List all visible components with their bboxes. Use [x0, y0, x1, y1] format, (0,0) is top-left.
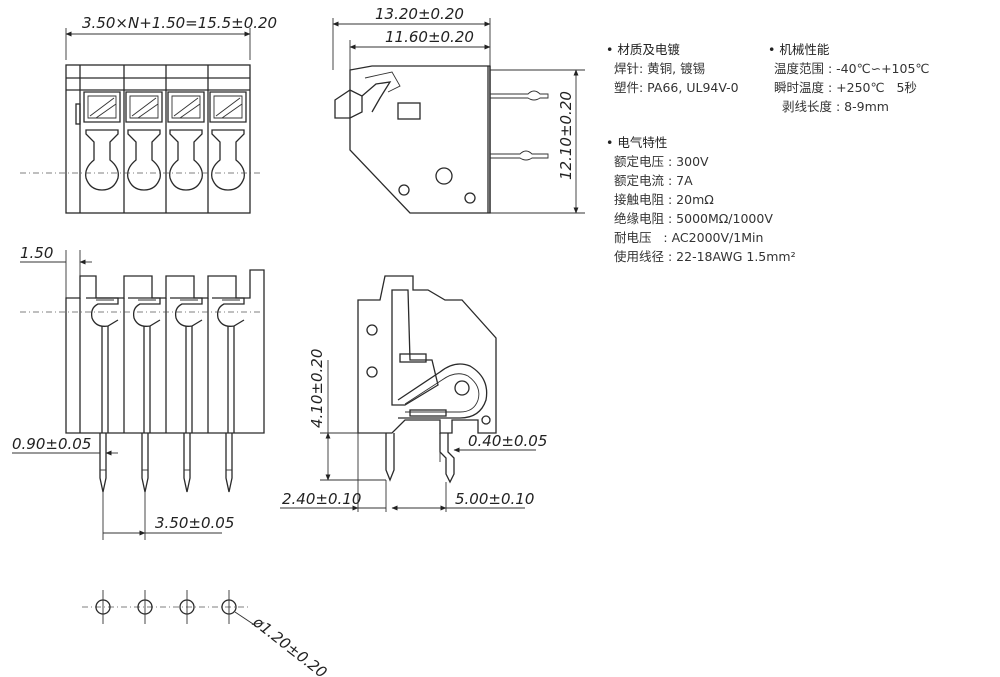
dim-front-pin-offset: 2.40±0.10 [282, 490, 361, 508]
dim-offset: 1.50 [20, 244, 53, 262]
spec-electrical-row: 接触电阻 : 20mΩ [614, 192, 714, 207]
front-view: 1.50 [12, 244, 265, 540]
spec-mechanical-row: 剥线长度 : 8-9mm [782, 99, 889, 114]
spec-material: • 材质及电镀 焊针: 黄铜, 镀锡 塑件: PA66, UL94V-0 [606, 40, 739, 97]
spec-mechanical-title: • 机械性能 [768, 42, 830, 57]
dim-pin-thickness: 0.40±0.05 [468, 432, 547, 450]
dim-pitch: 3.50±0.05 [155, 514, 234, 532]
spec-mechanical-row: 瞬时温度 : +250℃ 5秒 [774, 80, 917, 95]
front-view-contacts [86, 297, 245, 433]
dim-height: 12.10±0.20 [557, 91, 575, 180]
spec-mechanical-row: 温度范围 : -40℃∽+105℃ [774, 61, 930, 76]
spec-electrical-title: • 电气特性 [606, 135, 668, 150]
spec-electrical-row: 使用线径 : 22-18AWG 1.5mm² [614, 249, 796, 264]
dim-width-formula: 3.50×N+1.50=15.5±0.20 [82, 14, 277, 32]
top-view-poles [83, 91, 247, 191]
spec-mechanical: • 机械性能 温度范围 : -40℃∽+105℃ 瞬时温度 : +250℃ 5秒… [768, 40, 929, 116]
spec-electrical-row: 绝缘电阻 : 5000MΩ/1000V [614, 211, 773, 226]
dim-overall-depth: 13.20±0.20 [375, 5, 464, 23]
dim-hole-diameter: ø1.20±0.20 [249, 612, 331, 677]
spec-material-row: 焊针: 黄铜, 镀锡 [614, 61, 706, 76]
side-view: 13.20±0.20 11.60±0.20 12.10±0.20 [332, 5, 585, 214]
top-view: 3.50×N+1.50=15.5±0.20 [20, 14, 277, 214]
dim-pin-width: 0.90±0.05 [12, 435, 91, 453]
spec-material-title: • 材质及电镀 [606, 42, 680, 57]
spec-electrical-row: 额定电流 : 7A [614, 173, 693, 188]
pcb-hole-pattern: ø1.20±0.20 [82, 590, 330, 677]
spec-electrical-row: 耐电压 : AC2000V/1Min [614, 230, 764, 245]
dim-pin-height: 4.10±0.20 [308, 349, 326, 428]
front-view-pins [99, 433, 233, 493]
dim-inner-depth: 11.60±0.20 [385, 28, 474, 46]
spec-electrical-row: 额定电压 : 300V [614, 154, 709, 169]
dim-pin-spacing: 5.00±0.10 [455, 490, 534, 508]
section-view: 4.10±0.20 0.40±0.05 2.40±0.10 5.00±0.10 [280, 275, 547, 512]
spec-electrical: • 电气特性 额定电压 : 300V 额定电流 : 7A 接触电阻 : 20mΩ… [606, 133, 796, 266]
spec-material-row: 塑件: PA66, UL94V-0 [614, 80, 739, 95]
